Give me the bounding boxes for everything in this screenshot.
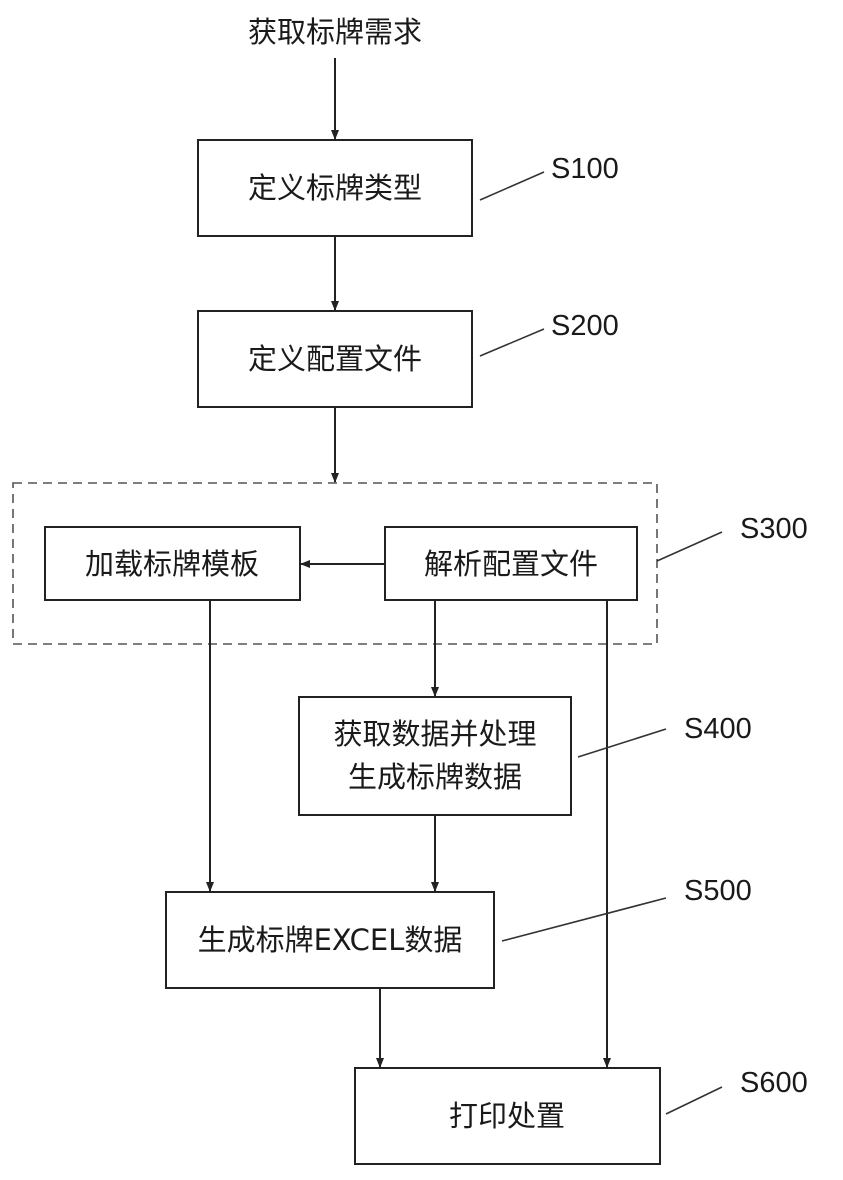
step-s100-label: 定义标牌类型	[248, 171, 422, 205]
step-s100-box	[197, 139, 473, 237]
leader-s100	[479, 171, 545, 201]
parse-config-box	[384, 526, 638, 601]
step-s400-line1: 获取数据并处理	[333, 717, 536, 751]
step-s200-label: 定义配置文件	[248, 342, 422, 376]
leader-s500	[501, 897, 667, 942]
step-label-s100: S100	[551, 153, 619, 185]
step-s300-group	[12, 482, 658, 645]
leader-s400	[577, 728, 667, 758]
step-s400-box	[298, 696, 572, 816]
step-label-s200: S200	[551, 310, 619, 342]
step-s200-box	[197, 310, 473, 408]
step-label-s300: S300	[740, 513, 808, 545]
step-s500-label: 生成标牌EXCEL数据	[198, 923, 463, 957]
parse-config-label: 解析配置文件	[424, 547, 598, 581]
leader-s200	[479, 328, 545, 357]
step-s500-box	[165, 891, 495, 989]
load-template-box	[44, 526, 301, 601]
load-template-label: 加载标牌模板	[85, 547, 259, 581]
step-s400-line2: 生成标牌数据	[348, 760, 522, 794]
leader-s300	[656, 531, 723, 562]
step-s600-label: 打印处置	[449, 1099, 565, 1133]
step-label-s600: S600	[740, 1067, 808, 1099]
step-s600-box	[354, 1067, 661, 1165]
step-label-s500: S500	[684, 875, 752, 907]
step-label-s400: S400	[684, 713, 752, 745]
start-label: 获取标牌需求	[248, 15, 422, 49]
leader-s600	[665, 1086, 723, 1115]
